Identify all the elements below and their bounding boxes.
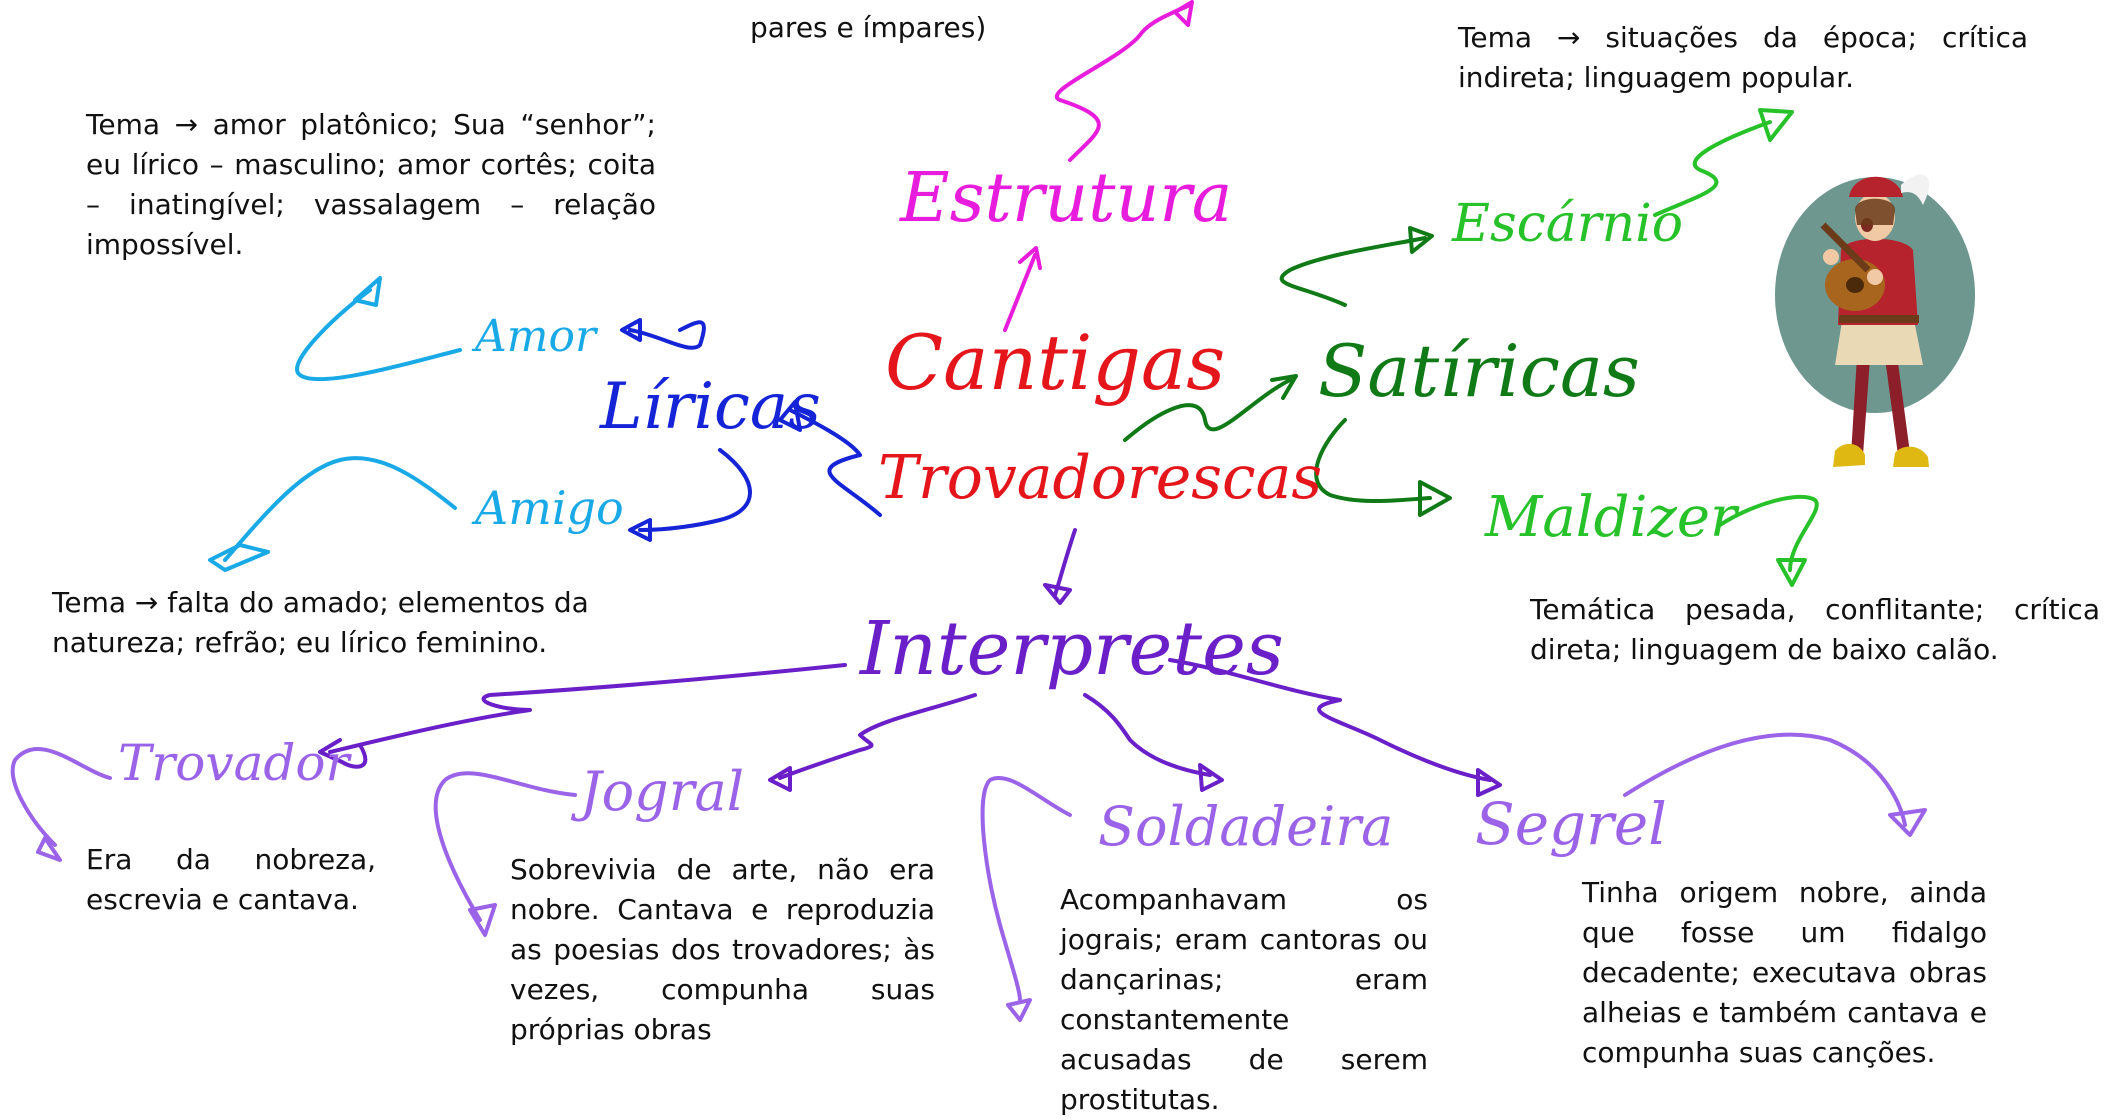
arrow-maldizer-note: [1718, 494, 1819, 587]
arrow-amor-note: [295, 276, 462, 382]
center-node-line2: Trovadorescas: [878, 443, 1323, 513]
arrow-segrel-note: [1623, 732, 1927, 837]
satiricas-label: Satíricas: [1318, 329, 1640, 413]
arrow-to-liricas: [620, 318, 882, 542]
amor-note: Tema → amor platônico; Sua “senhor”; eu …: [86, 108, 656, 261]
jogral-note: Sobrevivia de arte, não era nobre. Canta…: [510, 853, 935, 1046]
arrow-to-interpretes: [318, 528, 1502, 797]
interpretes-label: Interpretes: [860, 606, 1284, 692]
amigo-label: Amigo: [475, 481, 624, 535]
trovador-note: Era da nobreza, escrevia e cantava.: [86, 843, 376, 916]
jogral-label: Jogral: [580, 760, 745, 823]
escarnio-note: Tema → situações da época; crítica indir…: [1458, 21, 2028, 94]
trovador-label: Trovador: [118, 734, 350, 792]
amigo-note: Tema → falta do amado; elementos da natu…: [52, 586, 589, 659]
estrutura-label: Estrutura: [900, 159, 1233, 238]
arrow-jogral-note: [433, 771, 577, 937]
soldadeira-label: Soldadeira: [1098, 795, 1394, 858]
arrow-trovador-note: [10, 747, 112, 862]
arrow-amigo-note: [208, 456, 457, 572]
maldizer-note: Temática pesada, conflitante; crítica di…: [1530, 593, 2100, 666]
arrow-escarnio-note: [1653, 108, 1794, 217]
liricas-label: Líricas: [600, 370, 821, 444]
estrutura-note: pares e ímpares): [750, 11, 987, 44]
arrow-to-satiricas: [1123, 226, 1452, 517]
troubadour-with-lute-icon: [1775, 174, 1975, 467]
soldadeira-note: Acompanhavam os jograis; eram cantoras o…: [1060, 883, 1428, 1116]
arrow-soldadeira-note: [980, 776, 1072, 1022]
escarnio-label: Escárnio: [1452, 194, 1684, 254]
arrow-to-estrutura: [1003, 0, 1194, 332]
segrel-note: Tinha origem nobre, ainda que fosse um f…: [1582, 876, 1987, 1069]
center-node-line1: Cantigas: [885, 318, 1226, 407]
amor-label: Amor: [475, 311, 597, 362]
segrel-label: Segrel: [1475, 790, 1667, 858]
maldizer-label: Maldizer: [1485, 485, 1737, 550]
